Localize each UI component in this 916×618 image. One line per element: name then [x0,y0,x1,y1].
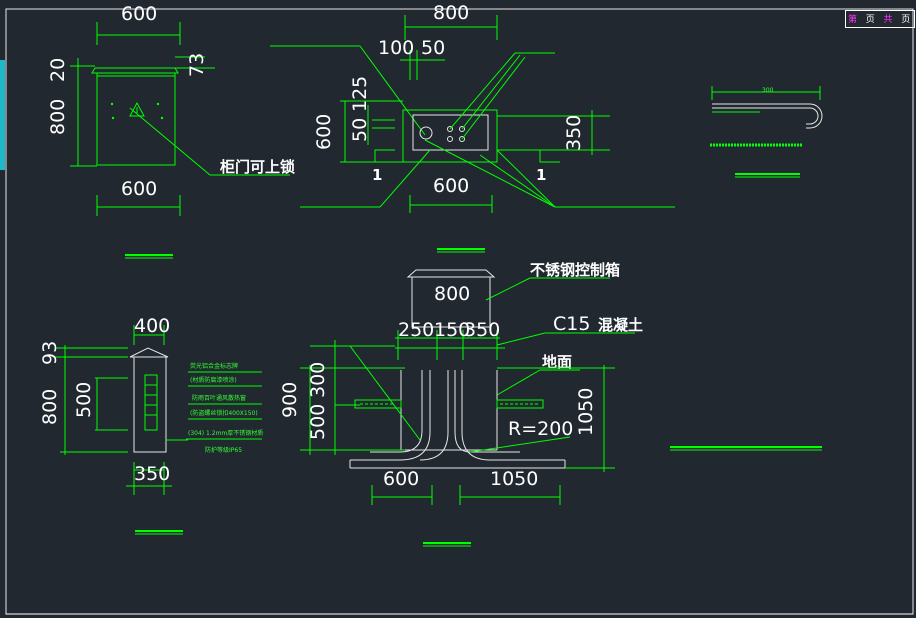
title-block-text-d: 页 [901,15,912,25]
side-note-6: 防护等级IP65 [205,446,242,454]
front-note-lock: 柜门可上锁 [219,158,295,176]
section-dim-top: 800 [434,283,470,305]
section-label-ground: 地面 [542,353,572,371]
title-block-text-a: 第 [848,15,859,25]
drawing-frame [5,8,914,615]
side-panel-tab[interactable] [0,60,5,170]
front-dim-right: 73 [186,53,208,77]
plan-view: 800 100 50 600 125 50 [270,2,675,253]
plan-dim-right: 350 [563,115,585,151]
plan-dim-left: 600 [313,114,335,150]
plan-dim-left-mid: 50 [349,118,371,142]
plan-dim-top: 800 [433,2,469,24]
detail-dim: 300 [762,87,774,94]
title-block-text-b: 页 [865,15,876,25]
side-note-3: 防雨百叶通风散热窗 [192,394,246,402]
ground-right-hatch [496,399,544,409]
front-dim-side-height: 800 [47,99,69,135]
side-dim-inner: 500 [73,382,95,418]
conduit-right [454,370,520,453]
section-label-box: 不锈钢控制箱 [530,261,620,279]
section-dim-c: 350 [464,319,500,341]
front-dim-side-top: 20 [47,58,69,82]
side-roof [129,347,169,358]
plan-dim-left-top: 125 [349,76,371,112]
section-cabinet-body [411,276,491,328]
section-dim-a: 250 [398,319,434,341]
section-dim-left-a: 300 [307,362,329,398]
section-dim-left-total: 900 [279,382,301,418]
side-note-2: (材质防腐漆喷涂) [190,376,237,384]
side-view: 400 93 800 500 荧光铝合金标志牌 (材质防腐漆喷涂) 防雨百叶通风… [39,315,263,535]
conduit-left [370,370,423,453]
section-label-concrete-a: C15 [553,313,590,335]
side-note-1: 荧光铝合金标志牌 [190,362,238,370]
plan-dim-a: 100 [378,37,414,59]
warning-sign-icon [129,101,145,117]
section-dim-bottom-right: 1050 [490,468,538,490]
section-view: 800 不锈钢控制箱 250 150 350 C15 混凝土 地面 [279,261,643,547]
plan-section-mark-left: 1 [372,166,382,184]
front-view: 600 20 800 73 柜门可上锁 600 [47,3,295,259]
plan-box-outline [402,109,498,163]
title-block: 第 页 共 页 [845,10,915,28]
side-dim-left: 800 [39,389,61,425]
plan-section-mark-right: 1 [536,166,546,184]
section-label-concrete-b: 混凝土 [598,316,643,334]
plan-dim-b: 50 [421,37,445,59]
title-block-text-c: 共 [883,15,894,25]
ground-left-hatch [354,399,402,409]
section-roof [406,269,496,278]
side-dim-top: 400 [134,315,170,337]
title-block-text: 第 页 共 页 [848,12,911,25]
side-cabinet-body [133,356,167,453]
side-note-4: (防盗螺丝锁扣400X150) [190,409,258,417]
detail-view: 300 [710,86,823,178]
side-vent-louver [144,374,158,431]
section-dim-b: 150 [434,319,470,341]
side-dim-side-top: 93 [39,341,61,365]
section-dim-right: 1050 [575,388,597,436]
front-dim-bottom: 600 [121,178,157,200]
plan-inner-box [412,114,489,151]
plan-conduit-large [419,126,433,140]
side-note-5: (304) 1.2mm厚不锈钢材质 [188,429,263,437]
side-dim-bottom: 350 [134,463,170,485]
section-dim-left-b: 500 [307,404,329,440]
front-dim-top: 600 [121,3,157,25]
plan-dim-bottom: 600 [433,175,469,197]
front-cabinet-body [96,72,176,166]
section-radius: R=200 [508,418,573,440]
section-dim-bottom-left: 600 [383,468,419,490]
